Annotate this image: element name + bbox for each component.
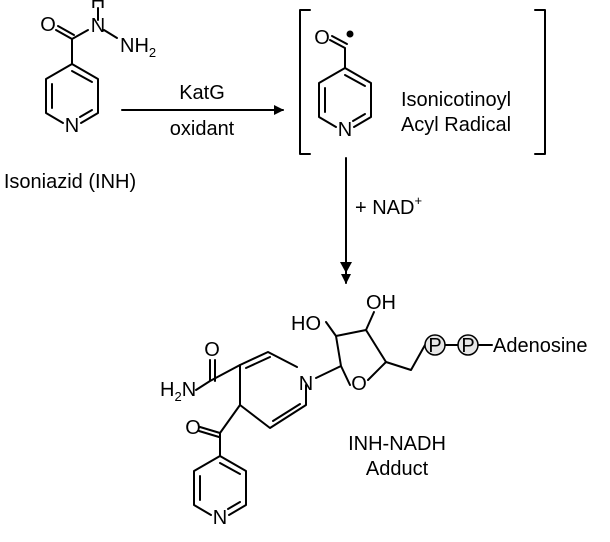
isoniazid-nh2: NH2 [120,35,156,60]
hydroxyl-right: OH [366,292,396,314]
pyridine-bonds [193,455,247,516]
phosphate-2-circle [457,334,479,356]
amide-o: O [204,339,220,361]
acyl-radical-structure: O N [314,27,372,141]
step1-condition: oxidant [170,118,235,140]
intermediate-name-line1: Isonicotinoyl [401,89,511,111]
amide-nh2: H2N [160,379,196,404]
isoniazid-structure: O H N NH2 N [40,0,156,137]
radical-ring-double-bonds [324,74,366,122]
dihydropyridine-ring-bonds [239,351,307,429]
ketone-bonds [198,404,241,457]
adduct-name-line1: INH-NADH [348,433,446,455]
step2-arrow-second-head [340,262,352,273]
isoniazid-carbonyl-bond [55,25,89,65]
isoniazid-carbonyl-o: O [40,14,56,36]
isoniazid-ring-double-bonds [51,70,93,118]
hydroxyl-left: HO [291,313,321,335]
phosphate-1: P [428,335,441,357]
adenosine-label: Adenosine [493,335,588,357]
right-bracket [534,9,546,155]
phosphate-1-circle [424,334,446,356]
adduct-name-line2: Adduct [366,458,429,480]
radical-ring-bonds [318,67,372,128]
left-bracket [299,9,311,155]
step1-reagent: KatG [179,82,225,104]
radical-dot [346,30,354,38]
intermediate-name-line2: Acyl Radical [401,114,511,136]
ribose-bonds [315,329,387,386]
radical-carbonyl-bond [329,35,348,69]
phosphate-linker [385,344,493,371]
ribose-hydroxyl-bonds [325,311,375,337]
ketone-o: O [185,417,201,439]
radical-ring-n: N [338,119,352,141]
isoniazid-nh: N [91,15,105,37]
pyridine-n: N [213,507,227,529]
adduct-ring-n: N [299,373,313,395]
isoniazid-ring-n: N [65,115,79,137]
ribose-o: O [351,373,367,395]
isoniazid-name: Isoniazid (INH) [4,171,136,193]
isoniazid-ring-bonds [45,63,99,124]
radical-carbonyl-o: O [314,27,330,49]
isoniazid-nn-bonds [97,7,118,39]
adduct-structure: N O H2N O N HO OH O P P Adenosine [160,292,588,529]
isoniazid-h: H [91,0,105,13]
dihydropyridine-double-bonds [245,356,301,422]
step2-reagent: + NAD+ [355,193,422,219]
phosphate-2: P [461,335,474,357]
pyridine-double-bonds [199,462,241,510]
amide-bonds [195,359,241,391]
